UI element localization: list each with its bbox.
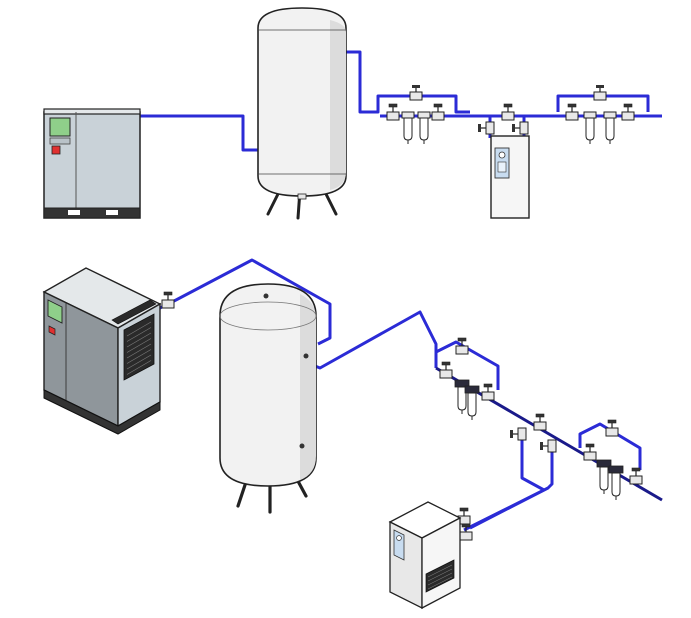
bypass-valve-icon bbox=[605, 419, 619, 437]
dryer-grille bbox=[425, 559, 455, 593]
ball-valve-icon bbox=[510, 427, 527, 441]
ball-valve-icon bbox=[512, 121, 529, 135]
compressor-base-iso bbox=[43, 389, 161, 435]
pipe-tank-to-filters bbox=[346, 50, 470, 114]
tank-shell-shade-iso bbox=[300, 294, 316, 480]
tank-shell bbox=[257, 7, 347, 197]
dryer-gauge-icon bbox=[396, 535, 402, 541]
controller-display bbox=[47, 299, 63, 324]
ball-valve-icon bbox=[501, 103, 515, 121]
controller-display bbox=[49, 117, 71, 137]
ball-valve-icon bbox=[478, 121, 495, 135]
ball-valve-icon bbox=[621, 103, 635, 121]
cooling-grille-top bbox=[111, 299, 157, 325]
dryer-gauge-icon bbox=[498, 151, 506, 159]
bypass-valve-icon bbox=[455, 337, 469, 355]
forklift-slot-right bbox=[106, 210, 118, 215]
pipe-dryer-loop-iso bbox=[463, 428, 554, 532]
filter-icon bbox=[417, 111, 431, 144]
tank-drain-valve bbox=[297, 193, 307, 200]
refrigerated-dryer-front bbox=[490, 135, 530, 219]
compressor-front bbox=[43, 108, 141, 219]
inlet-filter-assembly-iso bbox=[439, 337, 495, 420]
bypass-valve-icon bbox=[409, 85, 423, 101]
ball-valve-icon bbox=[481, 383, 495, 401]
compressor-top-lip bbox=[43, 108, 141, 115]
outlet-filter-assembly-front bbox=[565, 85, 635, 144]
compressor-iso bbox=[42, 267, 175, 435]
inlet-filter-assembly-front bbox=[386, 85, 445, 144]
refrigerated-dryer-iso bbox=[388, 501, 462, 610]
ball-valve-icon bbox=[161, 291, 175, 309]
filter-icon bbox=[608, 465, 624, 500]
ball-valve-icon bbox=[439, 361, 453, 379]
stop-button-icon bbox=[51, 145, 61, 155]
dryer-control-panel bbox=[393, 529, 405, 561]
front-elevation-view bbox=[43, 7, 662, 220]
ball-valve-icon bbox=[583, 443, 597, 461]
isometric-view bbox=[42, 258, 663, 610]
tank-top-fitting bbox=[263, 293, 269, 299]
forklift-slot-left bbox=[68, 210, 80, 215]
compressor-base bbox=[43, 207, 141, 219]
air-receiver-tank-iso bbox=[219, 283, 317, 514]
pipe-compressor-to-tank bbox=[140, 114, 261, 152]
filter-icon bbox=[603, 111, 617, 144]
filter-icon bbox=[454, 379, 470, 414]
pipe-outlet-bypass-iso bbox=[578, 422, 642, 470]
filter-icon bbox=[596, 459, 612, 494]
cooling-grille bbox=[123, 313, 155, 381]
outlet-filter-assembly-iso bbox=[583, 419, 643, 500]
filter-icon bbox=[464, 385, 480, 420]
tank-shell-iso bbox=[219, 283, 317, 487]
ball-valve-icon bbox=[533, 413, 547, 431]
pipe-network-front bbox=[140, 50, 662, 152]
stop-button-icon bbox=[48, 325, 56, 336]
pipe-inlet-bypass-iso bbox=[435, 340, 500, 390]
filter-icon bbox=[583, 111, 597, 144]
tank-shell-shade bbox=[330, 20, 346, 190]
tank-inlet-port bbox=[303, 353, 309, 359]
tank-side-port bbox=[299, 443, 305, 449]
ball-valve-icon bbox=[431, 103, 445, 121]
ball-valve-icon bbox=[386, 103, 400, 121]
ball-valve-icon bbox=[565, 103, 579, 121]
dryer-connection-iso bbox=[457, 413, 557, 541]
dryer-connection-front bbox=[478, 103, 529, 138]
controller-keypad bbox=[49, 137, 71, 145]
dryer-indicator bbox=[497, 161, 507, 173]
tank-top-seam-iso bbox=[219, 301, 317, 331]
air-receiver-tank-front bbox=[257, 7, 347, 220]
filter-icon bbox=[401, 111, 415, 144]
bypass-valve-icon bbox=[593, 85, 607, 101]
ball-valve-icon bbox=[629, 467, 643, 485]
ball-valve-icon bbox=[540, 439, 557, 453]
ball-valve-icon bbox=[459, 523, 473, 541]
